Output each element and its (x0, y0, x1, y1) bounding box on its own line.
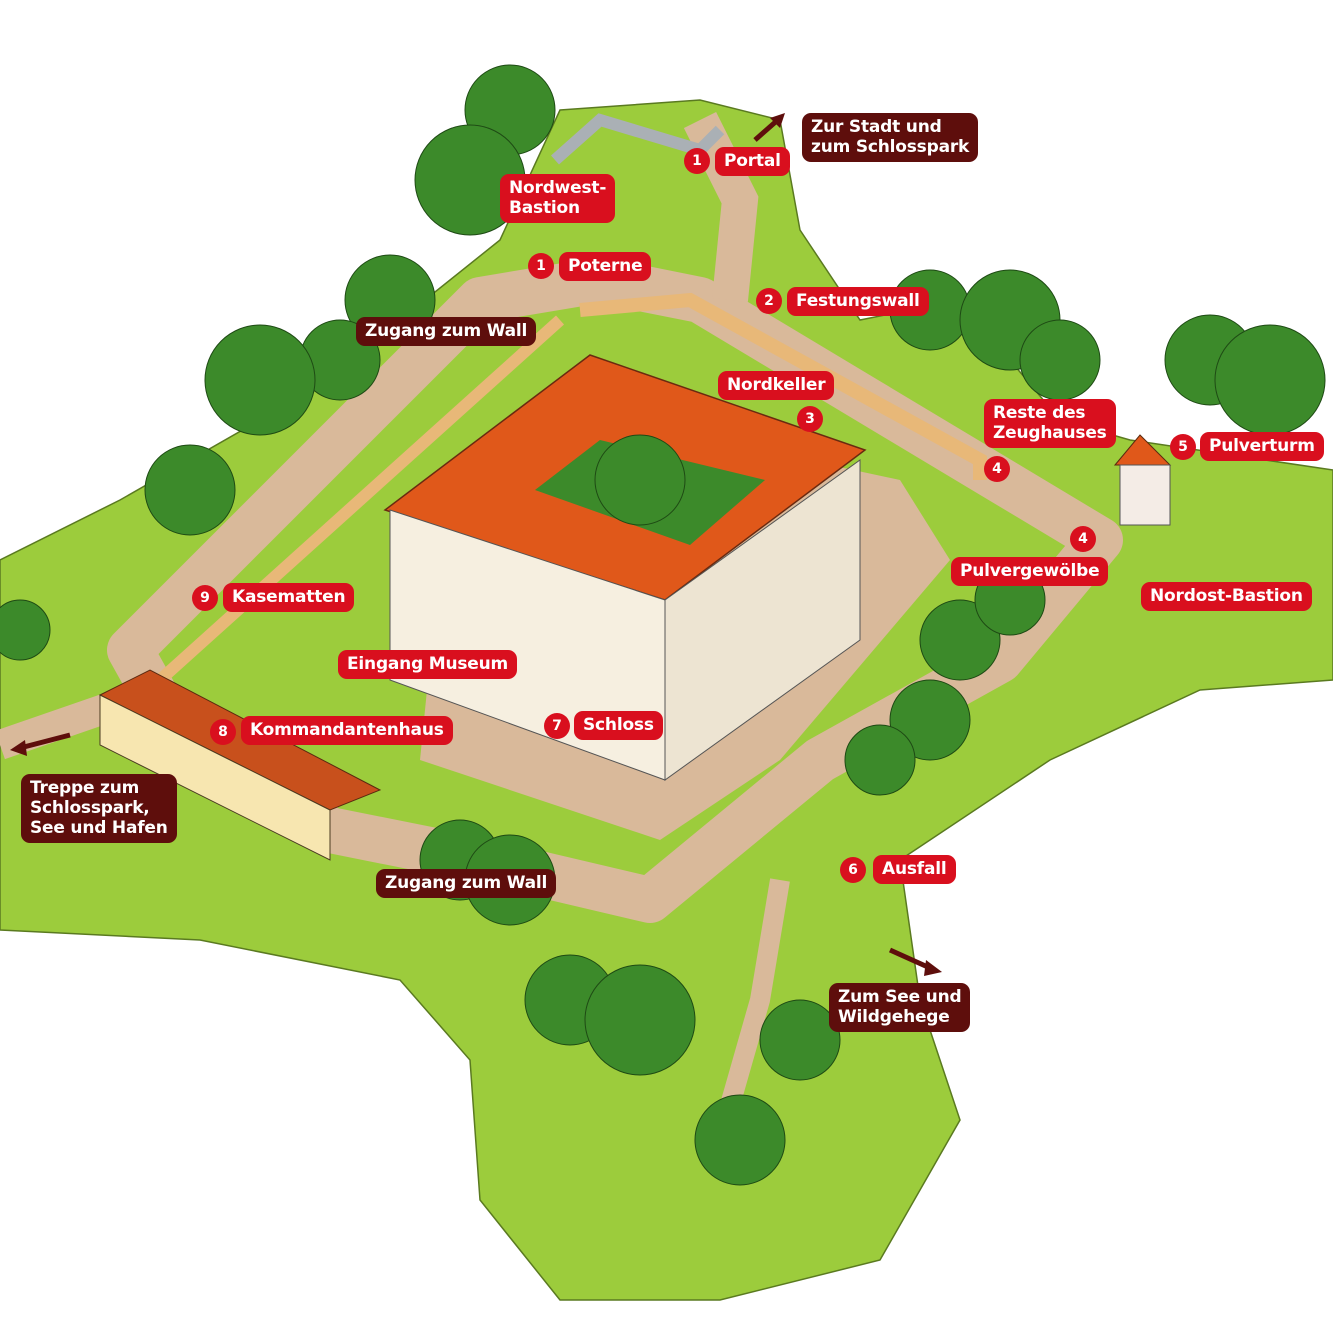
stadt-line2: zum Schlosspark (811, 137, 970, 157)
see-line2: Wildgehege (838, 1007, 950, 1027)
see-line1: Zum See und (838, 987, 962, 1007)
festungswall-number-badge: 2 (756, 288, 782, 314)
nordwest-line2: Bastion (509, 198, 580, 218)
kommandantenhaus-number-badge: 8 (210, 719, 236, 745)
kasematten-label: Kasematten (223, 583, 355, 612)
eingang-museum-label: Eingang Museum (338, 650, 518, 679)
portal-wall (551, 113, 725, 165)
zugang-wall-bottom-label: Zugang zum Wall (376, 869, 557, 898)
treppe-line2: Schlosspark, (30, 798, 150, 818)
trees (0, 64, 1326, 1186)
treppe-line1: Treppe zum (30, 778, 140, 798)
nordwest-bastion-label: Nordwest- Bastion (500, 174, 616, 223)
pulverturm-label: Pulverturm (1200, 432, 1324, 461)
schloss-number-badge: 7 (544, 713, 570, 739)
zugang-wall-top-label: Zugang zum Wall (356, 317, 537, 346)
nordkeller-number-badge: 3 (797, 406, 823, 432)
treppe-line3: See und Hafen (30, 818, 168, 838)
stadt-direction-label: Zur Stadt und zum Schlosspark (802, 113, 979, 162)
schloss-side-wall (664, 459, 861, 781)
portal-number-badge: 1 (684, 148, 710, 174)
pulvergewoelbe-number-badge: 4 (1070, 526, 1096, 552)
treppe-direction-label: Treppe zum Schlosspark, See und Hafen (21, 774, 177, 843)
arrow-to-see-icon (888, 947, 932, 971)
arrow-to-treppe-icon (19, 732, 71, 751)
kasematten-number-badge: 9 (192, 585, 218, 611)
poterne-label: Poterne (559, 252, 652, 281)
zeughaus-line2: Zeughauses (993, 423, 1107, 443)
pulvergewoelbe-label: Pulvergewölbe (951, 557, 1109, 586)
schloss-label: Schloss (574, 711, 663, 740)
festungswall (579, 292, 987, 480)
stadt-line1: Zur Stadt und (811, 117, 942, 137)
portal-path (683, 111, 759, 302)
portal-label: Portal (715, 147, 790, 176)
kommandantenhaus-wall (99, 694, 331, 861)
see-direction-label: Zum See und Wildgehege (829, 983, 971, 1032)
nordkeller-label: Nordkeller (718, 371, 835, 400)
pulverturm-number-badge: 5 (1170, 434, 1196, 460)
ausfall-label: Ausfall (873, 855, 956, 884)
zeughaus-line1: Reste des (993, 403, 1086, 423)
nordost-bastion-label: Nordost-Bastion (1141, 582, 1312, 611)
poterne-number-badge: 1 (528, 253, 554, 279)
reste-zeughaus-label: Reste des Zeughauses (984, 399, 1116, 448)
path-to-see (710, 878, 790, 1143)
zeughaus-number-badge: 4 (984, 456, 1010, 482)
kasematten-wall (155, 315, 565, 685)
festungswall-label: Festungswall (787, 287, 929, 316)
nordwest-line1: Nordwest- (509, 178, 607, 198)
ausfall-number-badge: 6 (840, 857, 866, 883)
kommandantenhaus-label: Kommandantenhaus (241, 716, 453, 745)
pulverturm-body (1119, 464, 1171, 526)
